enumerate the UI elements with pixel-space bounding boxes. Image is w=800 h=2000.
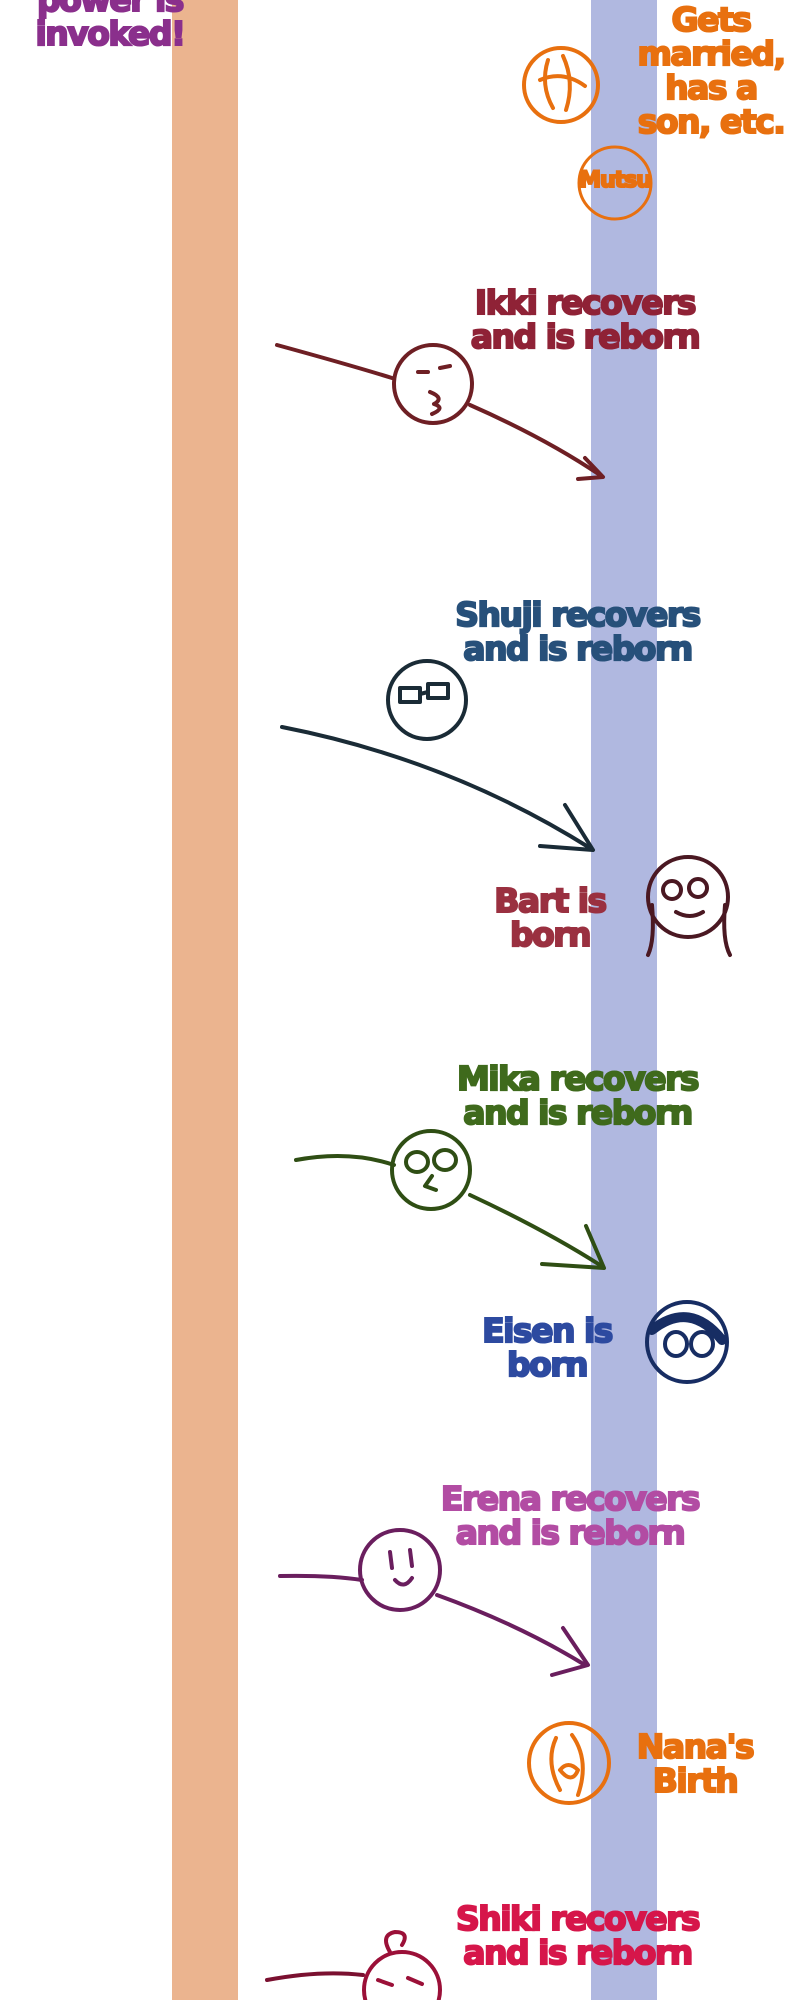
shuji-arrow-icon: [280, 725, 595, 852]
married-couple-icon: [522, 46, 600, 124]
eisen-face-icon: [645, 1300, 729, 1384]
mika-arrow-icon: [294, 1154, 606, 1270]
power-invoked-label: power isinvoked!: [34, 0, 187, 53]
shuji-face-icon: [386, 659, 468, 741]
shiki-arrow-icon: [265, 1971, 365, 1982]
nana-face-icon: [527, 1721, 611, 1805]
mika-face-icon: [390, 1129, 472, 1211]
present-timeline-lane: [591, 0, 657, 2000]
mutsu-label: Mutsu: [578, 167, 653, 194]
shiki-face-icon: [362, 1930, 442, 2000]
erena-face-icon: [358, 1528, 442, 1612]
erena-arrow-icon: [278, 1573, 590, 1677]
mutsu-circle-icon: [577, 145, 653, 221]
past-timeline-lane: [172, 0, 238, 2000]
bart-face-icon: [646, 855, 732, 957]
ikki-arrow-icon: [275, 343, 605, 481]
ikki-face-icon: [392, 343, 474, 425]
